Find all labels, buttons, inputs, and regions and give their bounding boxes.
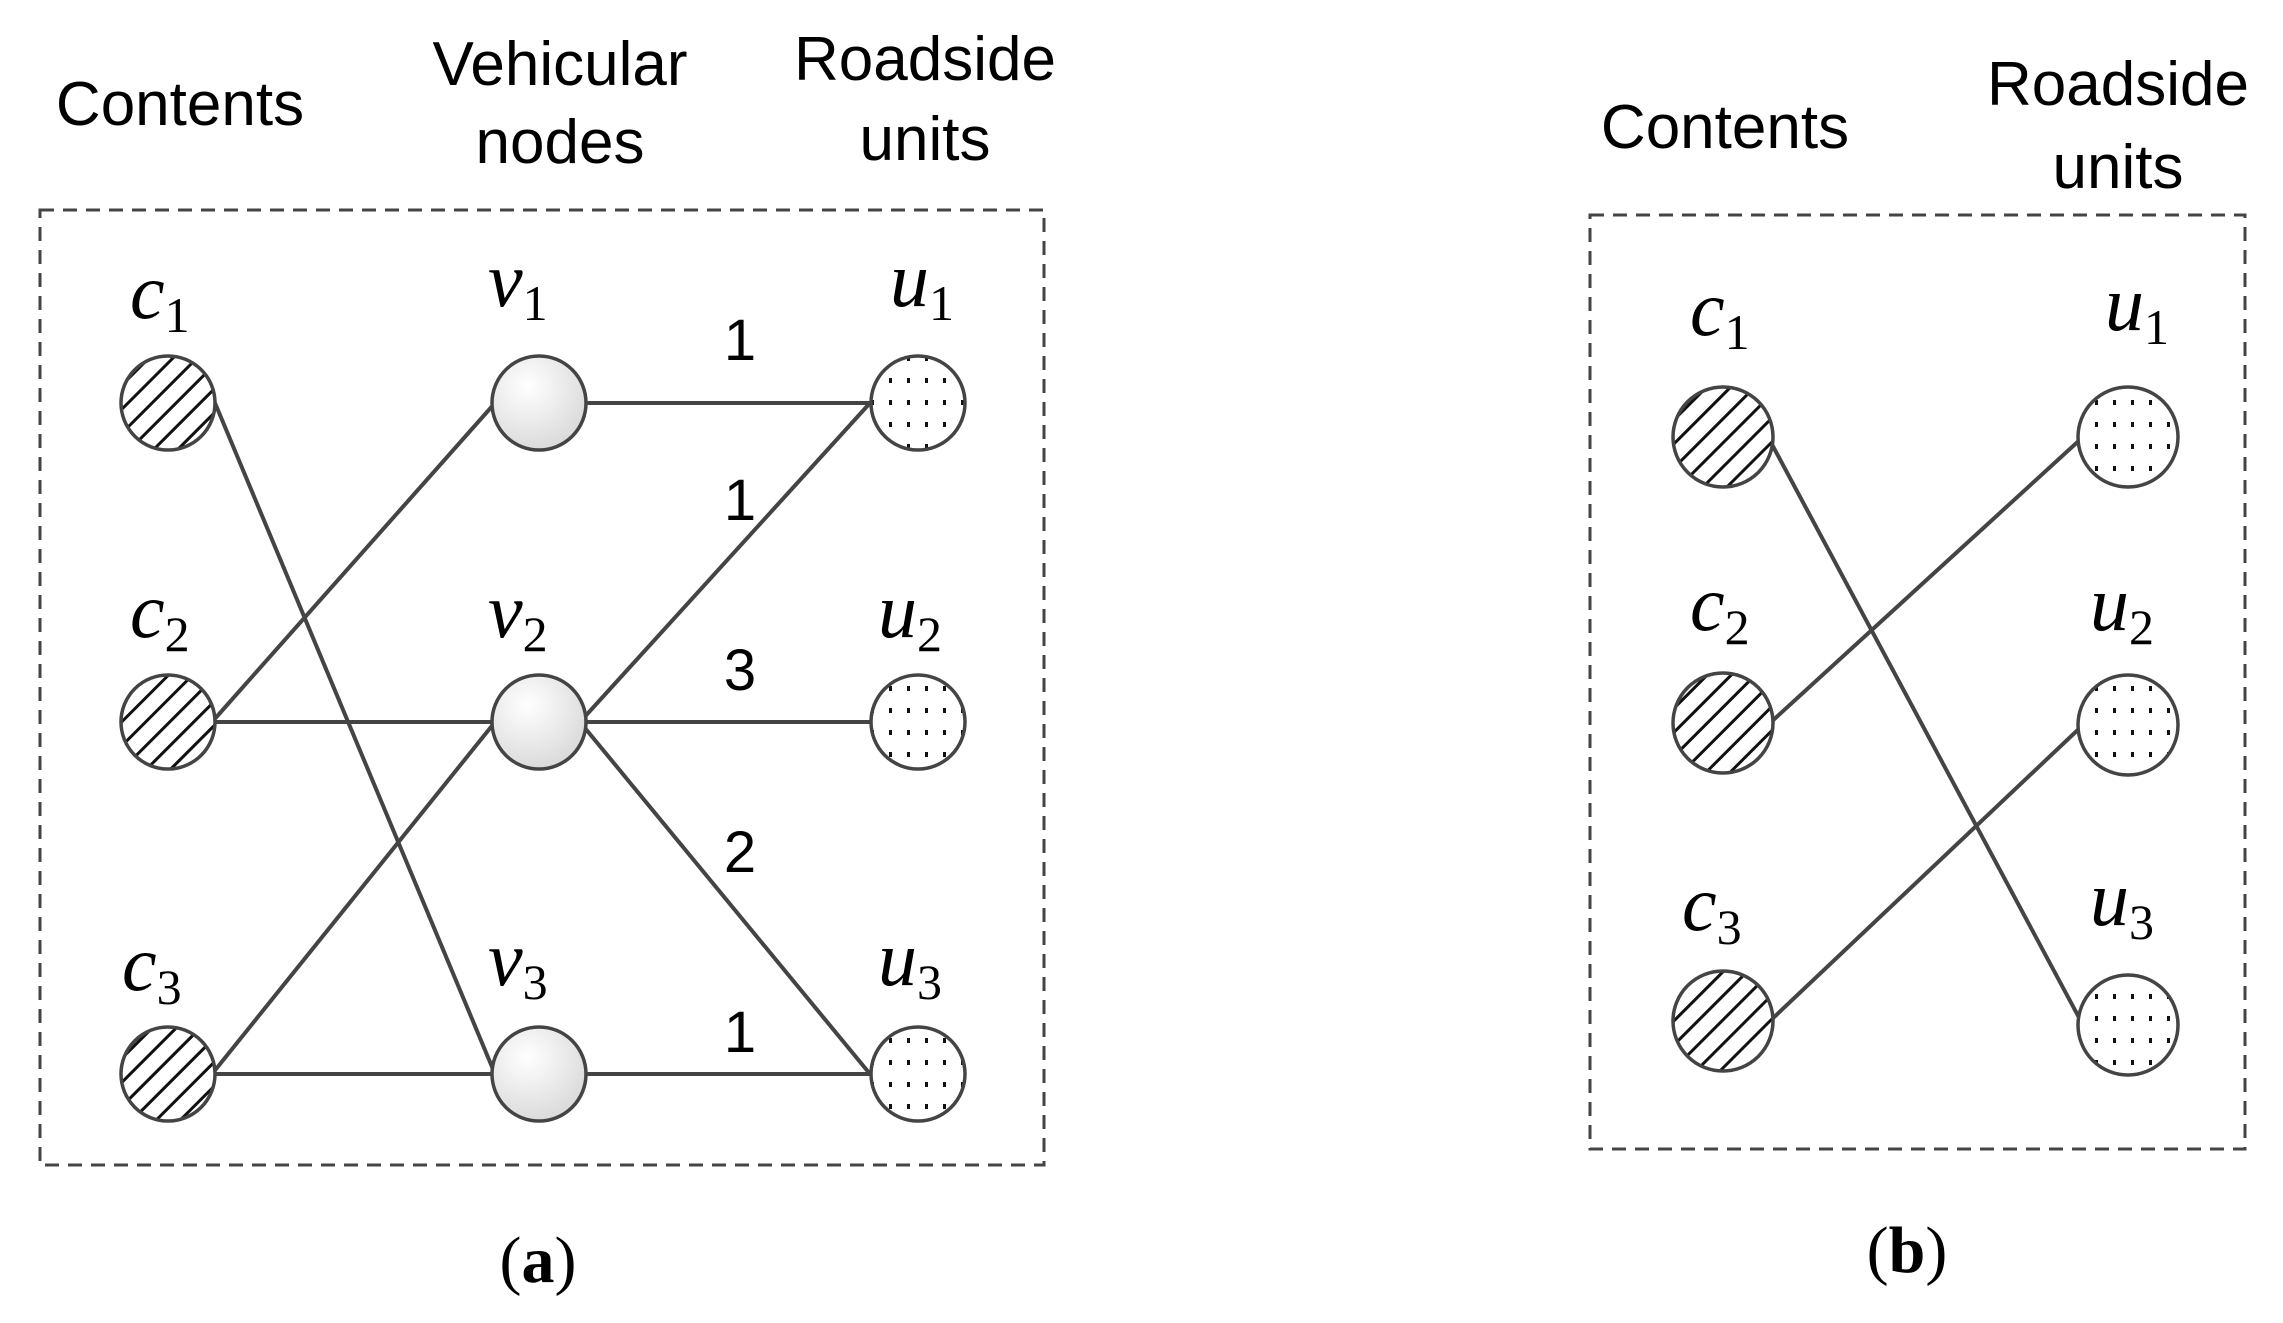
label-b-c2: c2 (1690, 560, 1750, 655)
edge-c2-v1 (210, 401, 497, 724)
unit-node-b-u1: u1 (2076, 260, 2180, 489)
unit-node-u2: u2 (869, 567, 967, 771)
label-b-c1: c1 (1690, 265, 1750, 360)
label-v2: v2 (488, 567, 548, 662)
label-u1: u1 (890, 236, 954, 331)
header-roadside-b-line1: Roadside (1987, 50, 2249, 119)
content-node-c2: c2 (119, 567, 217, 771)
content-node-b-c1: c1 (1671, 265, 1775, 489)
edge-v2-u1 (578, 401, 872, 724)
unit-node-b-u2: u2 (2076, 560, 2180, 777)
node-c3 (119, 1025, 217, 1123)
node-v3 (490, 1025, 588, 1123)
label-v1: v1 (488, 236, 548, 331)
node-b-u2 (2076, 673, 2180, 777)
content-node-c1: c1 (119, 248, 217, 452)
panel-a-frame (38, 208, 1046, 1167)
node-v1 (490, 354, 588, 452)
panel-b-edges (1766, 435, 2085, 1026)
header-vehicular-line1: Vehicular (432, 30, 687, 99)
content-node-c3: c3 (119, 920, 217, 1123)
label-c2: c2 (130, 567, 190, 662)
edge-b-c3-u2 (1768, 723, 2085, 1023)
vehicle-node-v3: v3 (488, 915, 588, 1123)
edge-c3-v2 (210, 720, 497, 1076)
vehicle-node-v1: v1 (488, 236, 588, 452)
node-u2 (869, 673, 967, 771)
weight-v1-u1: 1 (724, 308, 756, 373)
node-b-c2 (1671, 671, 1775, 775)
edge-v2-u3 (578, 720, 872, 1076)
edge-b-c1-u3 (1766, 436, 2085, 1026)
content-vehicle-edges (210, 401, 497, 1076)
panel-b-frame (1588, 213, 2247, 1151)
label-u3: u3 (878, 915, 942, 1010)
caption-a: (a) (500, 1224, 577, 1297)
vehicle-node-v2: v2 (488, 567, 588, 771)
header-roadside-line2: units (860, 105, 991, 174)
header-roadside-line1: Roadside (794, 25, 1056, 94)
edge-b-c2-u1 (1768, 435, 2085, 725)
panel-a: Contents Vehicular nodes Roadside units … (38, 25, 1056, 1297)
weight-v3-u3: 1 (724, 1000, 756, 1065)
node-u3 (869, 1025, 967, 1123)
caption-b: (b) (1867, 1214, 1948, 1287)
content-node-b-c2: c2 (1671, 560, 1775, 775)
unit-node-b-u3: u3 (2076, 855, 2180, 1077)
edge-weights: 1 1 3 2 1 (724, 308, 756, 1065)
label-b-c3: c3 (1682, 860, 1742, 955)
weight-v2-u1: 1 (724, 468, 756, 533)
label-b-u2: u2 (2090, 560, 2154, 655)
header-contents-b: Contents (1601, 93, 1849, 162)
label-c1: c1 (130, 248, 190, 343)
header-vehicular-line2: nodes (476, 108, 645, 177)
weight-v2-u3: 2 (724, 820, 756, 885)
unit-node-u1: u1 (869, 236, 967, 452)
vehicle-unit-edges (578, 401, 872, 1076)
node-c1 (119, 354, 217, 452)
content-node-b-c3: c3 (1671, 860, 1775, 1073)
node-b-c3 (1671, 969, 1775, 1073)
label-b-u1: u1 (2105, 260, 2169, 355)
node-b-u1 (2076, 385, 2180, 489)
node-u1 (869, 354, 967, 452)
node-b-c1 (1671, 385, 1775, 489)
node-c2 (119, 673, 217, 771)
label-u2: u2 (878, 567, 942, 662)
edge-c1-v3 (213, 402, 497, 1075)
label-c3: c3 (122, 920, 182, 1015)
label-v3: v3 (488, 915, 548, 1010)
panel-b: Contents Roadside units c1 c2 c3 u1 u2 (1588, 50, 2249, 1287)
node-b-u3 (2076, 973, 2180, 1077)
node-v2 (490, 673, 588, 771)
label-b-u3: u3 (2090, 855, 2154, 950)
unit-node-u3: u3 (869, 915, 967, 1123)
weight-v2-u2: 3 (724, 638, 756, 703)
header-contents: Contents (56, 70, 304, 139)
header-roadside-b-line2: units (2053, 133, 2184, 202)
